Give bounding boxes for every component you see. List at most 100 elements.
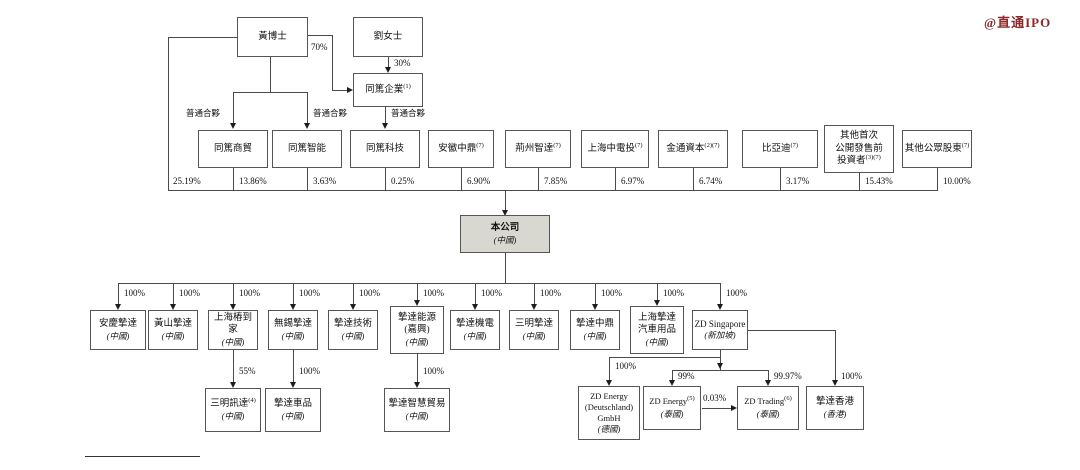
pct-label: 100% xyxy=(663,288,684,298)
entity-region: (中國) xyxy=(281,330,305,341)
entity-name: 同篤科技 xyxy=(365,143,404,154)
entity-region: (中國) xyxy=(281,410,305,421)
entity-name: 摯達智慧貿易 xyxy=(388,399,446,410)
box-subsidiary-4: 摯達技術(中國) xyxy=(328,310,378,350)
arrow-down-icon xyxy=(531,304,537,310)
connector-line xyxy=(385,107,386,123)
pct-label: 100% xyxy=(299,288,320,298)
connector-line xyxy=(417,354,418,382)
connector-line xyxy=(307,92,308,123)
box-subsidiary-3: 無錫摯達(中國) xyxy=(268,310,318,350)
pct-label: 6.97% xyxy=(621,176,645,186)
connector-line xyxy=(307,168,308,190)
pct-label: 100% xyxy=(124,288,145,298)
connector-line xyxy=(293,350,294,382)
box-shareholder-3: 安徽中鼎(7) xyxy=(428,130,494,168)
arrow-down-icon xyxy=(170,304,176,310)
arrow-down-icon xyxy=(472,304,478,310)
box-shareholder-9: 其他公眾股東(7) xyxy=(902,130,972,168)
pct-label: 100% xyxy=(423,366,444,376)
connector-line xyxy=(859,173,860,190)
arrow-down-icon xyxy=(350,304,356,310)
entity-name: 三明摯達 xyxy=(514,319,553,330)
arrow-down-icon xyxy=(382,123,388,129)
connector-line xyxy=(332,35,333,90)
pct-label: 100% xyxy=(841,371,862,381)
entity-region: (中國) xyxy=(341,330,365,341)
box-subsidiary-7: 三明摯達(中國) xyxy=(509,310,559,350)
connector-line xyxy=(293,283,294,304)
pct-label: 7.85% xyxy=(544,176,568,186)
box-shareholder-5: 上海中電投(7) xyxy=(581,130,649,168)
box-subsidiary-5: 摯達能源 (嘉興)(中國) xyxy=(390,306,444,354)
connector-line xyxy=(595,283,596,304)
box-sub2-3: ZD Energy (Deutschland) GmbH (德國) xyxy=(578,386,640,440)
connector-line xyxy=(505,253,506,283)
connector-line xyxy=(385,168,386,190)
box-sub2-1: 摯達車品 (中國) xyxy=(265,388,321,432)
box-tongdu-enterprise: 同篤企業(1) xyxy=(353,73,423,107)
entity-region: (中國) xyxy=(463,330,487,341)
arrow-down-icon xyxy=(502,210,508,216)
connector-line xyxy=(672,370,768,371)
footnote-sup: (1) xyxy=(403,82,411,90)
arrow-down-icon xyxy=(230,123,236,129)
connector-line xyxy=(748,330,835,331)
pct-label-cross-holding: 0.03% xyxy=(703,393,727,403)
box-subsidiary-6: 摯達機電(中國) xyxy=(450,310,500,350)
pct-label: 100% xyxy=(601,288,622,298)
box-subsidiary-2: 上海樁到家(中國) xyxy=(208,310,258,350)
pct-label-liu-tongdu: 30% xyxy=(394,58,411,68)
entity-region: (泰國) xyxy=(756,408,780,419)
entity-region: (中國) xyxy=(161,330,185,341)
entity-region: (中國) xyxy=(645,336,669,347)
connector-line xyxy=(609,357,610,380)
entity-name: 比亞迪(7) xyxy=(761,141,799,154)
entity-name: ZD Energy(5) xyxy=(649,395,695,407)
arrow-down-icon xyxy=(230,304,236,310)
entity-name: 其他首次 公開發售前 投資者(3)(7) xyxy=(835,131,883,167)
connector-line xyxy=(270,57,271,92)
arrow-down-icon xyxy=(414,300,420,306)
pct-label: 3.63% xyxy=(313,176,337,186)
arrow-down-icon xyxy=(717,304,723,310)
entity-region: (中國) xyxy=(522,330,546,341)
pct-label: 55% xyxy=(239,366,256,376)
entity-name: 上海樁到家 xyxy=(213,313,252,336)
connector-line xyxy=(835,330,836,380)
connector-line xyxy=(417,283,418,300)
connector-line xyxy=(332,90,347,91)
box-subsidiary-0: 安慶摯達(中國) xyxy=(90,310,146,350)
box-shareholder-2: 同篤科技 xyxy=(350,130,420,168)
general-partner-label: 普通合夥 xyxy=(391,108,426,118)
entity-name: 上海中電投(7) xyxy=(587,141,643,154)
entity-region: (新加坡) xyxy=(704,330,736,341)
box-shareholder-0: 同篤商貿 xyxy=(198,130,268,168)
box-sub2-4: ZD Energy(5) (泰國) xyxy=(643,386,701,430)
entity-name: ZD Trading(6) xyxy=(744,395,792,407)
box-sub2-0: 三明訊達(4) (中國) xyxy=(205,388,261,432)
arrow-down-icon xyxy=(414,382,420,388)
connector-line xyxy=(780,168,781,190)
connector-line xyxy=(308,35,332,36)
box-shareholder-6: 金通資本(2)(7) xyxy=(658,130,728,168)
connector-line xyxy=(768,370,769,380)
pct-label: 100% xyxy=(726,288,747,298)
entity-region: (中國) xyxy=(405,336,429,347)
entity-name: 金通資本(2)(7) xyxy=(666,141,720,154)
pct-label: 15.43% xyxy=(865,176,893,186)
connector-line xyxy=(388,57,389,67)
arrow-down-icon xyxy=(230,382,236,388)
pct-label: 6.90% xyxy=(467,176,491,186)
box-shareholder-7: 比亞迪(7) xyxy=(742,130,818,168)
watermark-zhitong-ipo: @直通IPO xyxy=(984,15,1052,30)
pct-label: 3.17% xyxy=(786,176,810,186)
box-sub2-2: 摯達智慧貿易 (中國) xyxy=(384,388,450,432)
arrow-down-icon xyxy=(606,380,612,386)
arrow-down-icon xyxy=(115,304,121,310)
box-liu-nvshi: 劉女士 xyxy=(353,17,423,57)
connector-line xyxy=(233,92,308,93)
entity-name: 摯達機電 xyxy=(455,319,494,330)
pct-label: 100% xyxy=(179,288,200,298)
pct-label: 100% xyxy=(359,288,380,298)
